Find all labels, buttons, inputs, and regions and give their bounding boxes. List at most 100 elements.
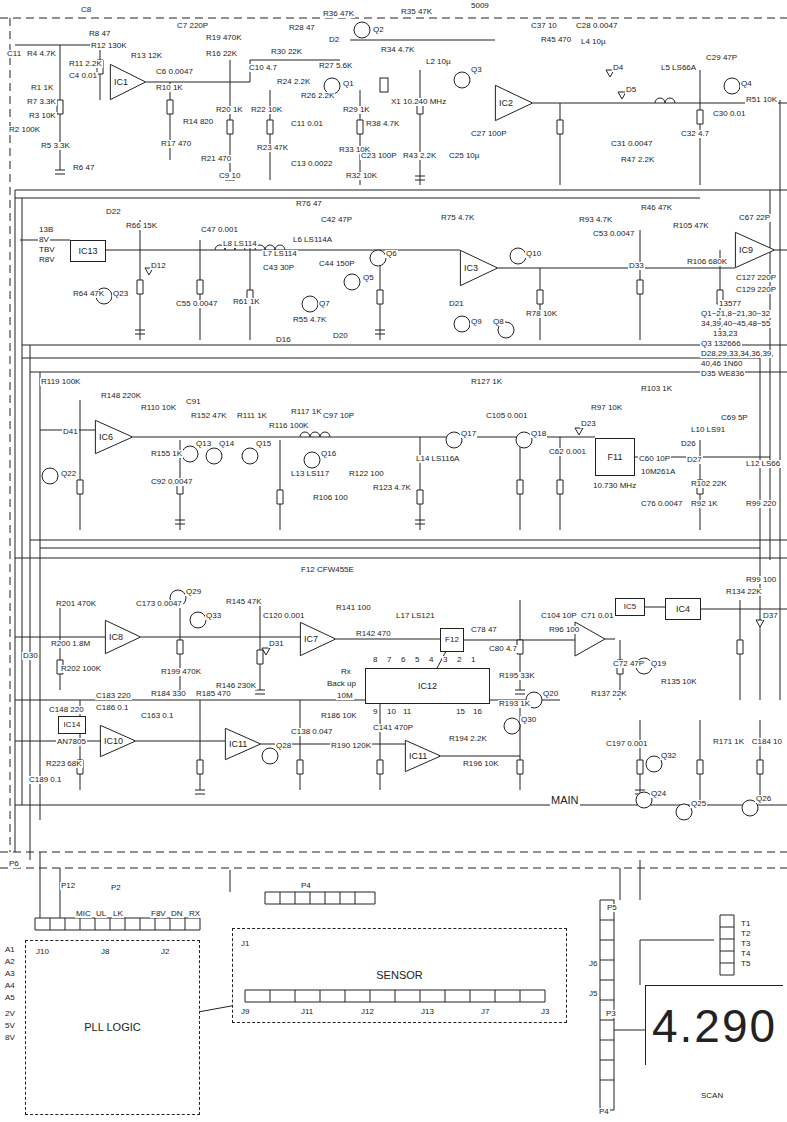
part-label: P5 xyxy=(606,904,618,912)
opamp-block: IC11 xyxy=(405,740,441,772)
opamp-outline xyxy=(495,85,532,120)
ic-block: IC4 xyxy=(665,598,701,620)
part-label: D23 xyxy=(580,420,597,428)
part-label: 40,46 1N60 xyxy=(700,360,743,368)
part-label: C47 0.001 xyxy=(200,226,239,234)
opamp-outline xyxy=(110,64,145,99)
part-label: 10M xyxy=(336,692,354,700)
part-label: L12 LS66 xyxy=(745,460,781,468)
part-label: Q22 xyxy=(60,470,77,478)
part-label: D30 xyxy=(22,652,39,660)
part-label: Q24 xyxy=(650,790,667,798)
part-label: X1 10.240 MHz xyxy=(390,98,447,106)
part-label: R35 47K xyxy=(400,8,433,16)
transistor-symbol xyxy=(182,446,198,462)
part-label: T4 xyxy=(740,950,751,958)
part-label: R97 10K xyxy=(590,404,623,412)
part-label: F8V xyxy=(150,910,167,918)
capacitor-symbol xyxy=(55,170,645,794)
part-label: C9 10 xyxy=(218,172,241,180)
part-label: R190 120K xyxy=(330,742,372,750)
part-label: F12 CFW455E xyxy=(300,566,355,574)
part-label: 2 xyxy=(456,656,462,664)
frequency-readout: 4.290 xyxy=(651,1003,778,1049)
part-label: Q1 xyxy=(342,80,355,88)
part-label: D4 xyxy=(612,64,624,72)
part-label: R64 47K xyxy=(72,290,105,298)
part-label: L5 LS66A xyxy=(660,64,697,72)
part-label: A5 xyxy=(4,994,16,1002)
opamp-block: IC10 xyxy=(100,725,136,757)
transistor-symbol xyxy=(190,612,206,628)
part-label: R28 47 xyxy=(288,24,316,32)
part-label: 133,23 xyxy=(712,330,738,338)
transistor-symbol xyxy=(354,22,370,38)
part-label: L17 LS121 xyxy=(395,612,436,620)
part-label: C141 470P xyxy=(372,724,414,732)
transistor-symbol xyxy=(454,316,470,332)
opamp-block: IC1 xyxy=(110,64,146,100)
part-label: D21 xyxy=(448,300,465,308)
part-label: R55 4.7K xyxy=(292,316,327,324)
transistor-symbol xyxy=(304,452,320,468)
part-label: Q4 xyxy=(740,80,753,88)
transistor-symbol xyxy=(454,72,470,88)
part-label: Q23 xyxy=(112,290,129,298)
part-label: Q8 xyxy=(492,318,505,326)
part-label: D41 xyxy=(62,428,79,436)
unit-block: PLL LOGIC xyxy=(25,940,200,1115)
part-label: Q3 132666 xyxy=(700,340,742,348)
part-label: R61 1K xyxy=(232,298,261,306)
part-label: R75 4.7K xyxy=(440,214,475,222)
part-label: C13 0.0022 xyxy=(290,160,333,168)
part-label: R199 470K xyxy=(160,668,202,676)
part-label: A3 xyxy=(4,970,16,978)
part-label: 8V xyxy=(4,1034,16,1042)
opamp-block: IC6 xyxy=(95,420,133,454)
opamp-outline xyxy=(300,622,335,655)
part-label: J12 xyxy=(360,1008,375,1016)
part-label: Q28 xyxy=(275,742,292,750)
part-label: 8 xyxy=(372,656,378,664)
part-label: C148 220 xyxy=(48,706,85,714)
part-label: Q10 xyxy=(525,250,542,258)
transistor-symbol xyxy=(206,448,222,464)
part-label: 10 xyxy=(386,708,397,716)
part-label: A4 xyxy=(4,982,16,990)
part-label: A1 xyxy=(4,946,16,954)
block-name: IC7 xyxy=(303,635,319,644)
diode-symbol xyxy=(145,70,764,655)
part-label: 34,39,40~45,48~55 xyxy=(700,320,771,328)
part-label: R186 10K xyxy=(320,712,358,720)
block-name: IC11 xyxy=(228,740,248,749)
part-label: R6 47 xyxy=(72,164,95,172)
part-label: R134 22K xyxy=(725,588,763,596)
wire-connector xyxy=(200,1006,232,1012)
part-label: R19 470K xyxy=(205,34,243,42)
connector-pin xyxy=(50,892,734,1080)
part-label: 13B xyxy=(38,226,54,234)
part-label: R110 10K xyxy=(140,404,177,412)
part-label: R2 100K xyxy=(8,126,41,134)
part-label: Rx xyxy=(340,668,352,676)
part-label: P4 xyxy=(598,1108,610,1116)
transistor-symbol xyxy=(242,448,258,464)
block-name: F12 xyxy=(444,636,460,644)
part-label: 13577 xyxy=(718,300,742,308)
part-label: R30 22K xyxy=(270,48,303,56)
part-label: TBV xyxy=(38,246,56,254)
part-label: 10.730 MHz xyxy=(592,482,637,490)
part-label: D5 xyxy=(625,86,637,94)
part-label: R22 10K xyxy=(250,106,283,114)
part-label: C163 0.1 xyxy=(140,712,174,720)
part-label: R7 3.3K xyxy=(26,98,57,106)
part-label: C184 10 xyxy=(751,738,783,746)
part-label: A2 xyxy=(4,958,16,966)
part-label: R99 220 xyxy=(745,500,777,508)
part-label: 1 xyxy=(470,656,476,664)
part-label: J3 xyxy=(540,1008,550,1016)
part-label: R76 47 xyxy=(295,200,323,208)
part-label: Q7 xyxy=(318,300,331,308)
ic-block: IC12 xyxy=(365,668,490,704)
part-label: 9 xyxy=(372,708,378,716)
